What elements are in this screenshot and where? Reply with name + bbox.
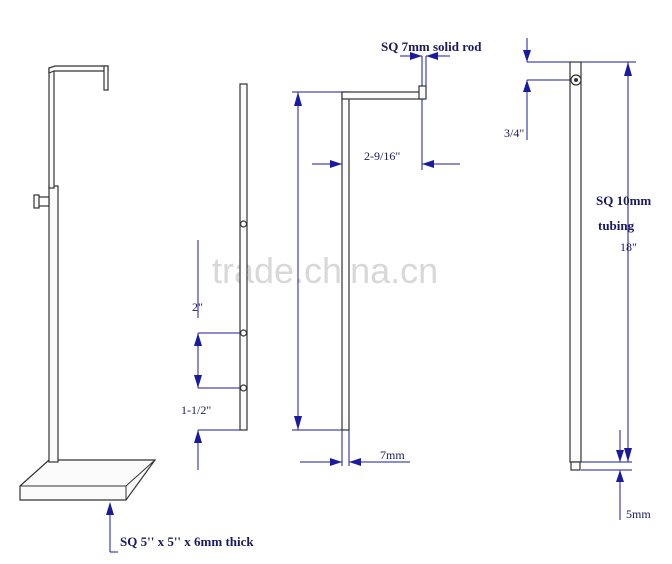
tube-dimensions <box>523 38 636 520</box>
adjustment-knob <box>37 196 50 207</box>
dim-2-label: 2" <box>192 300 203 314</box>
tubing-label-line2: tubing <box>598 218 635 233</box>
outer-tube-detail <box>569 61 582 471</box>
base-leader <box>106 502 118 553</box>
rod-with-holes <box>239 83 248 431</box>
dim-7mm-label: 7mm <box>380 448 405 462</box>
dim-3-4-label: 3/4" <box>504 126 524 140</box>
dim-18-label: 18" <box>620 240 637 254</box>
dim-5mm-label: 5mm <box>626 507 651 521</box>
base-spec-label: SQ 5'' x 5'' x 6mm thick <box>120 534 254 549</box>
watermark: trade.china.cn <box>212 250 438 291</box>
tubing-label-line1: SQ 10mm <box>596 193 651 208</box>
assembled-stand <box>19 65 157 501</box>
inner-rod <box>48 67 55 189</box>
base-plate <box>19 459 157 501</box>
hole-dimensions <box>194 240 240 470</box>
top-arm-rod <box>341 85 427 431</box>
arm-dimensions <box>292 52 460 466</box>
dim-2-9-16-label: 2-9/16" <box>364 149 400 163</box>
dim-1-1-2-label: 1-1/2" <box>181 403 211 417</box>
rod-spec-label: SQ 7mm solid rod <box>381 39 482 54</box>
outer-tube <box>48 185 59 463</box>
top-arm <box>48 65 109 74</box>
